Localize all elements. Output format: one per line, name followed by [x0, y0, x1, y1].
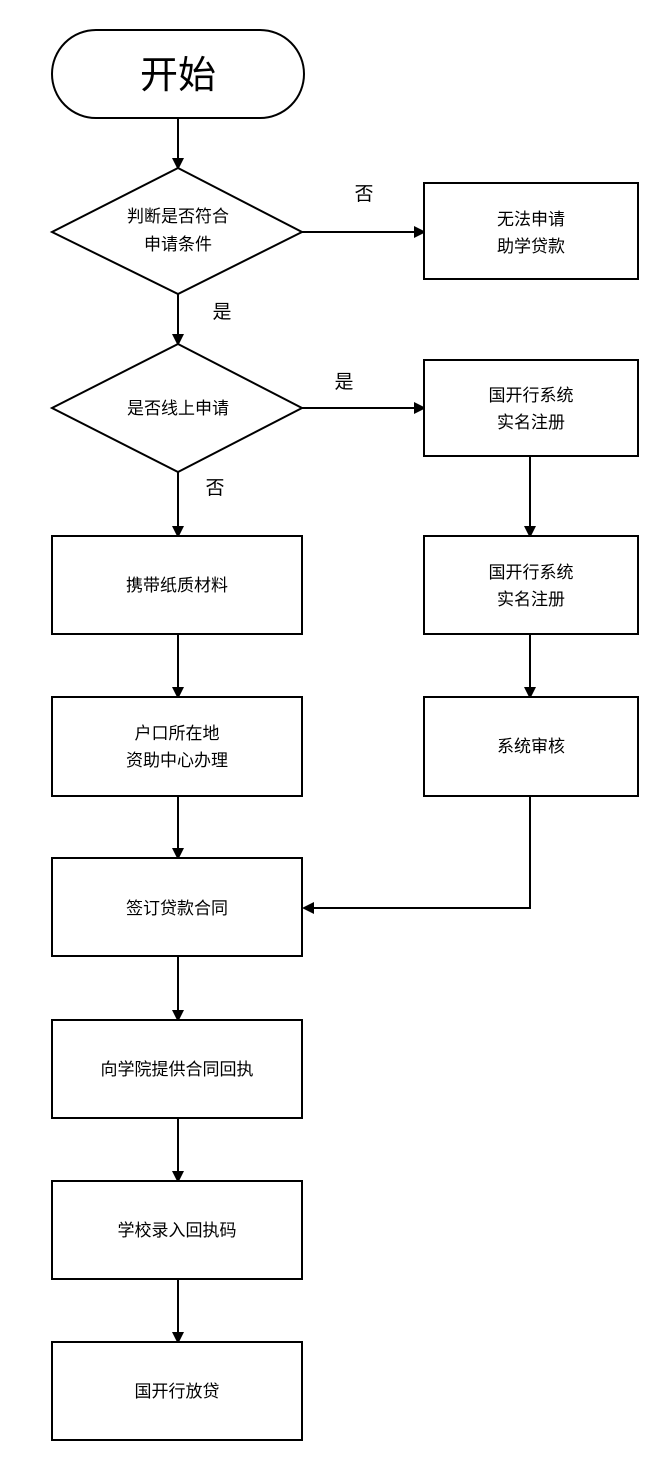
no-loan-line2: 助学贷款	[497, 237, 565, 257]
decision-online	[49, 342, 305, 474]
provide-receipt-label: 向学院提供合同回执	[101, 1060, 254, 1080]
no-loan-line1: 无法申请	[497, 210, 565, 230]
no-loan-box	[423, 182, 639, 280]
d2-yes-label: 是	[334, 371, 353, 393]
hukou-center-line2: 资助中心办理	[126, 751, 228, 771]
arrow-review-to-sign	[302, 796, 531, 914]
decision-eligibility-line2: 申请条件	[144, 235, 212, 255]
hukou-center-box	[51, 696, 303, 797]
sign-contract-box	[51, 857, 303, 957]
bring-paper-box	[51, 535, 303, 635]
d1-yes-label: 是	[212, 301, 231, 323]
cdb-register-1-line1: 国开行系统	[489, 386, 574, 406]
hukou-center-line1: 户口所在地	[135, 724, 220, 744]
cdb-disburse-label: 国开行放贷	[135, 1382, 220, 1402]
provide-receipt-box	[51, 1019, 303, 1119]
system-review-label: 系统审核	[497, 737, 565, 757]
cdb-register-1-line2: 实名注册	[497, 413, 565, 433]
decision-eligibility	[49, 166, 305, 296]
system-review-box	[423, 696, 639, 797]
cdb-register-2-line2: 实名注册	[497, 590, 565, 610]
sign-contract-label: 签订贷款合同	[126, 899, 228, 919]
cdb-disburse-box	[51, 1341, 303, 1441]
school-input-label: 学校录入回执码	[118, 1221, 237, 1241]
decision-online-label: 是否线上申请	[127, 399, 229, 419]
cdb-register-box-2	[423, 535, 639, 635]
cdb-register-2-line1: 国开行系统	[489, 563, 574, 583]
cdb-register-box-1	[423, 359, 639, 457]
decision-eligibility-line1: 判断是否符合	[127, 207, 229, 227]
start-label: 开始	[140, 53, 216, 97]
school-input-box	[51, 1180, 303, 1280]
bring-paper-label: 携带纸质材料	[126, 576, 228, 596]
d2-no-label: 否	[205, 477, 224, 499]
d1-no-label: 否	[354, 183, 373, 205]
start-terminator	[51, 29, 305, 119]
